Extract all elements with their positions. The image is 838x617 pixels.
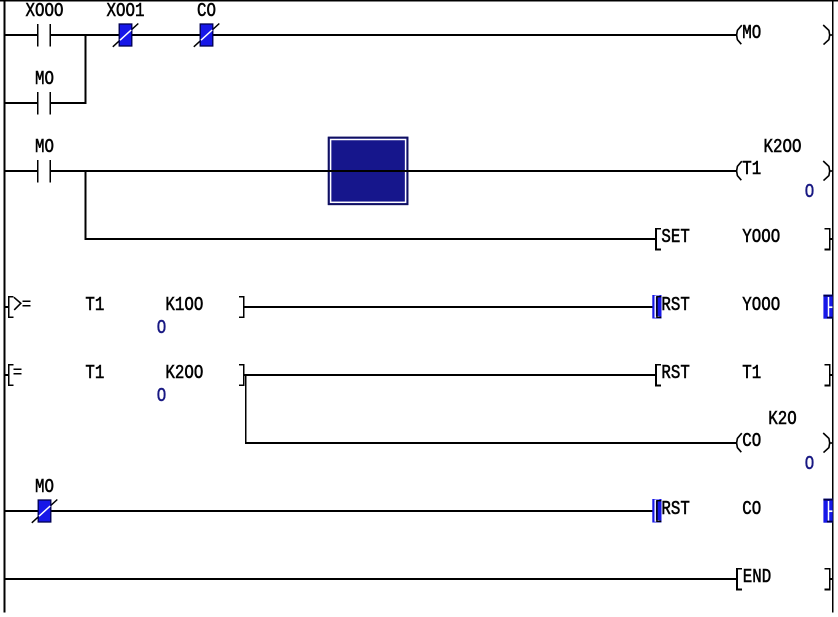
svg-text:CO: CO (742, 499, 761, 521)
svg-text:MO: MO (742, 23, 761, 45)
svg-text:RST: RST (661, 363, 689, 385)
svg-text:O: O (157, 386, 166, 408)
svg-text:K2O: K2O (768, 409, 796, 431)
svg-text:K2OO: K2OO (764, 137, 802, 159)
svg-text:K1OO: K1OO (165, 295, 203, 317)
svg-text:O: O (157, 318, 166, 340)
svg-text:T1: T1 (85, 363, 104, 385)
svg-text:CO: CO (197, 1, 216, 23)
svg-text:O: O (805, 182, 814, 204)
svg-text:T1: T1 (85, 295, 104, 317)
svg-text:RST: RST (661, 295, 689, 317)
svg-text:MO: MO (35, 69, 54, 91)
svg-text:MO: MO (35, 477, 54, 499)
svg-text:T1: T1 (742, 363, 761, 385)
svg-text:XOO1: XOO1 (107, 1, 145, 23)
svg-text:YOOO: YOOO (742, 295, 780, 317)
svg-text:K2OO: K2OO (165, 363, 203, 385)
svg-text:MO: MO (35, 137, 54, 159)
svg-text:YOOO: YOOO (742, 227, 780, 249)
svg-text:SET: SET (661, 227, 689, 249)
svg-text:RST: RST (661, 499, 689, 521)
svg-text:T1: T1 (742, 159, 761, 181)
svg-text:CO: CO (742, 431, 761, 453)
svg-text:END: END (743, 567, 771, 589)
svg-text:O: O (805, 454, 814, 476)
svg-text:XOOO: XOOO (26, 1, 64, 23)
